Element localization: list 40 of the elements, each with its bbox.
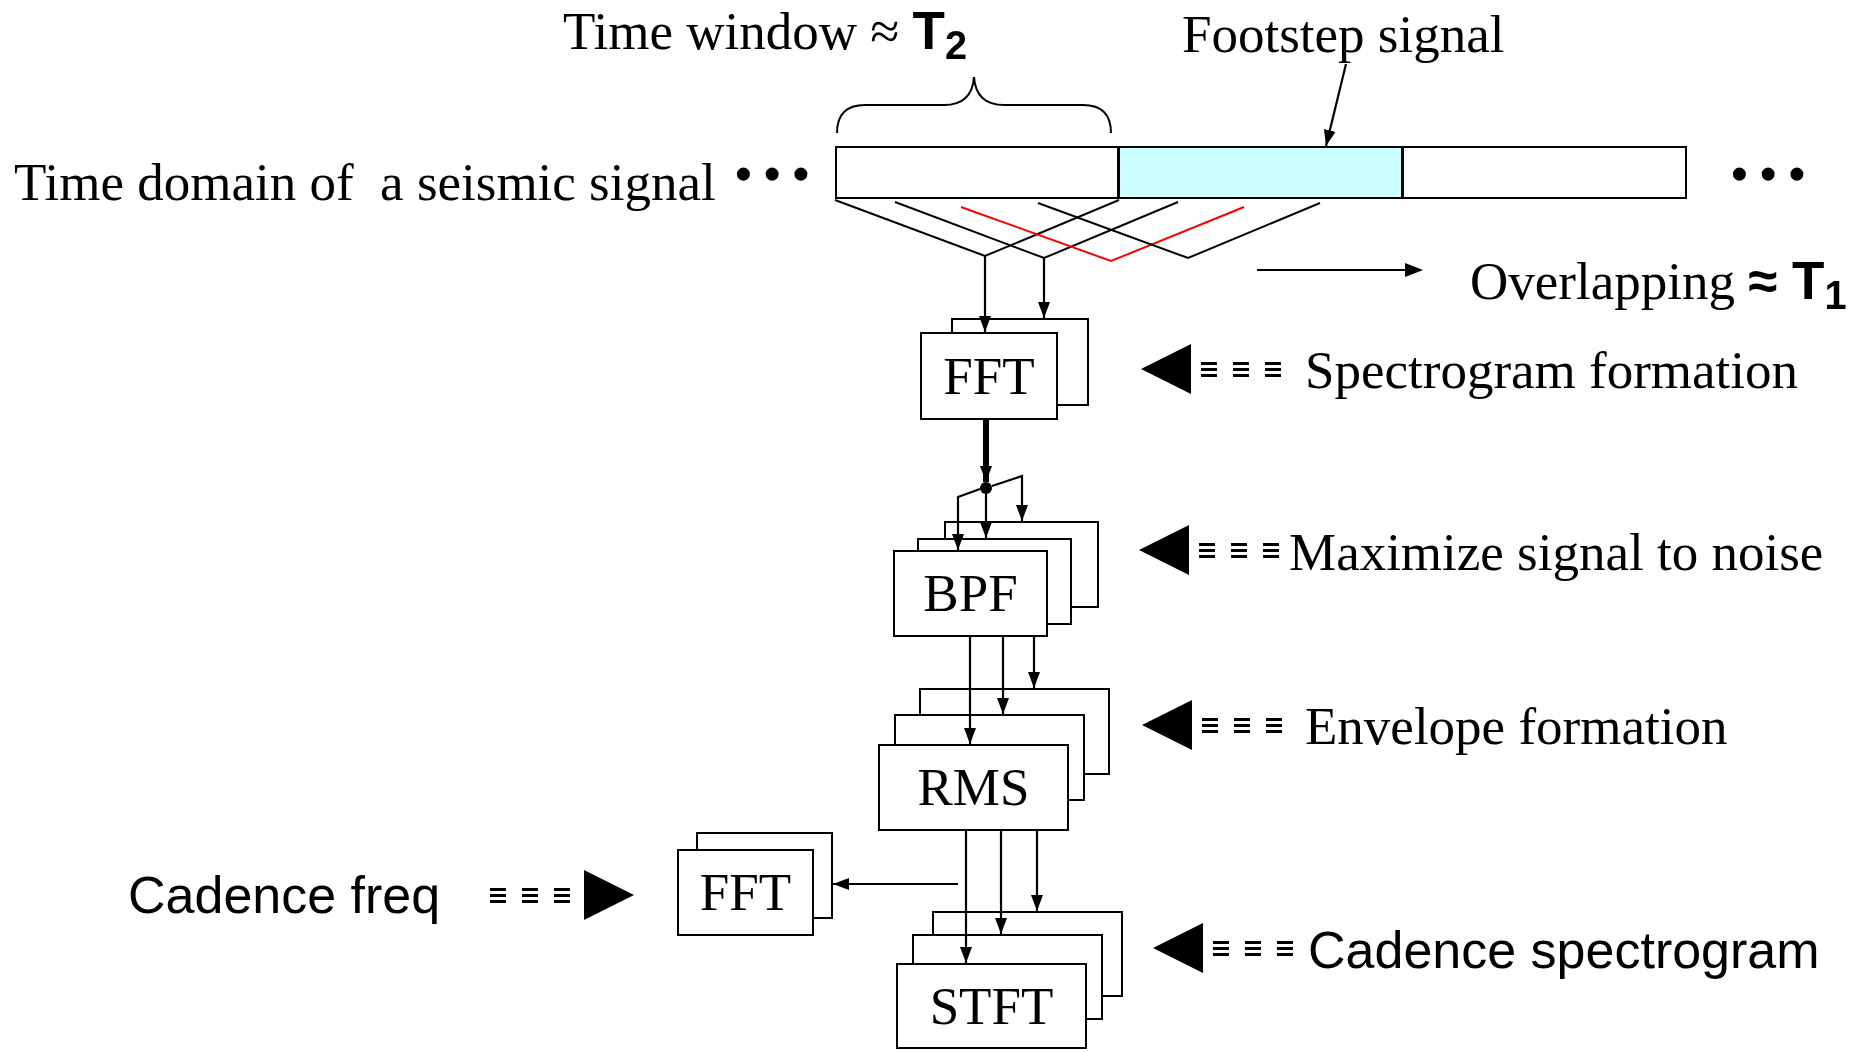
ellipsis-dots: • • • (735, 150, 810, 198)
stacked-process-box (920, 318, 1089, 420)
stacked-process-box (893, 521, 1099, 637)
arrow (997, 637, 1009, 714)
window-wedge (835, 200, 1119, 256)
arrow (952, 487, 981, 550)
annotation-text: Time domain of a seismic signal (14, 156, 716, 209)
window-wedge (961, 207, 1244, 261)
arrow (991, 474, 1028, 521)
signal-segment (1118, 146, 1403, 199)
annotation-text: Maximize signal to noise (1289, 526, 1824, 579)
block-label: FFT (699, 866, 792, 919)
arrow (980, 420, 992, 482)
block-label: STFT (929, 979, 1054, 1033)
signal-segment (835, 146, 1119, 199)
arrow (1031, 831, 1043, 911)
annotation-text: Envelope formation (1305, 700, 1728, 753)
window-wedge (895, 202, 1178, 258)
ellipsis-dots: • • • (1731, 150, 1806, 198)
arrow (1323, 63, 1348, 147)
arrow (964, 637, 976, 744)
arrow (960, 831, 972, 963)
arrow (1038, 258, 1050, 318)
annotation-text: Overlapping ≈ T$_{1}$ (1470, 254, 1847, 308)
block-label: RMS (917, 761, 1030, 814)
block-label: FFT (943, 349, 1035, 403)
arrow (979, 256, 991, 332)
annotation-text: Spectrogram formation (1305, 344, 1799, 397)
arrow (980, 494, 992, 538)
stacked-process-box (896, 911, 1123, 1049)
arrow (1028, 637, 1040, 688)
stacked-process-box (878, 688, 1110, 831)
window-wedge (1038, 203, 1320, 258)
signal-segment (1402, 146, 1687, 199)
annotation-text: Time window ≈ T$_{2}$ (563, 4, 968, 58)
stacked-process-box (677, 832, 833, 936)
arrow (833, 878, 958, 890)
block-label: BPF (923, 567, 1018, 620)
arrow (995, 831, 1007, 934)
annotation-text: Footstep signal (1182, 8, 1505, 61)
